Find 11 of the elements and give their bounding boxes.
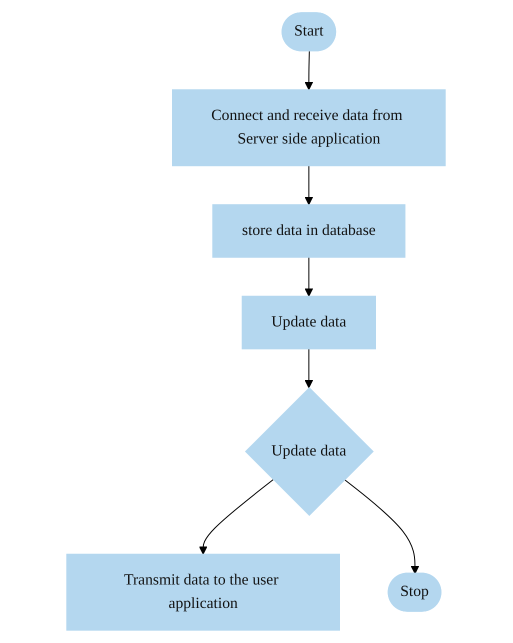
node-box: Transmit data to the user application — [66, 554, 340, 631]
node-box: store data in database — [212, 204, 406, 258]
node-box: Connect and receive data from Server side application — [172, 89, 446, 166]
arrow — [305, 165, 314, 206]
arrow — [305, 256, 314, 297]
node-diamond: Update data — [245, 387, 374, 516]
arrow — [305, 348, 314, 388]
arrow — [305, 50, 314, 90]
node-box: Update data — [242, 296, 376, 350]
arrow — [199, 479, 274, 555]
arrow — [344, 479, 420, 574]
